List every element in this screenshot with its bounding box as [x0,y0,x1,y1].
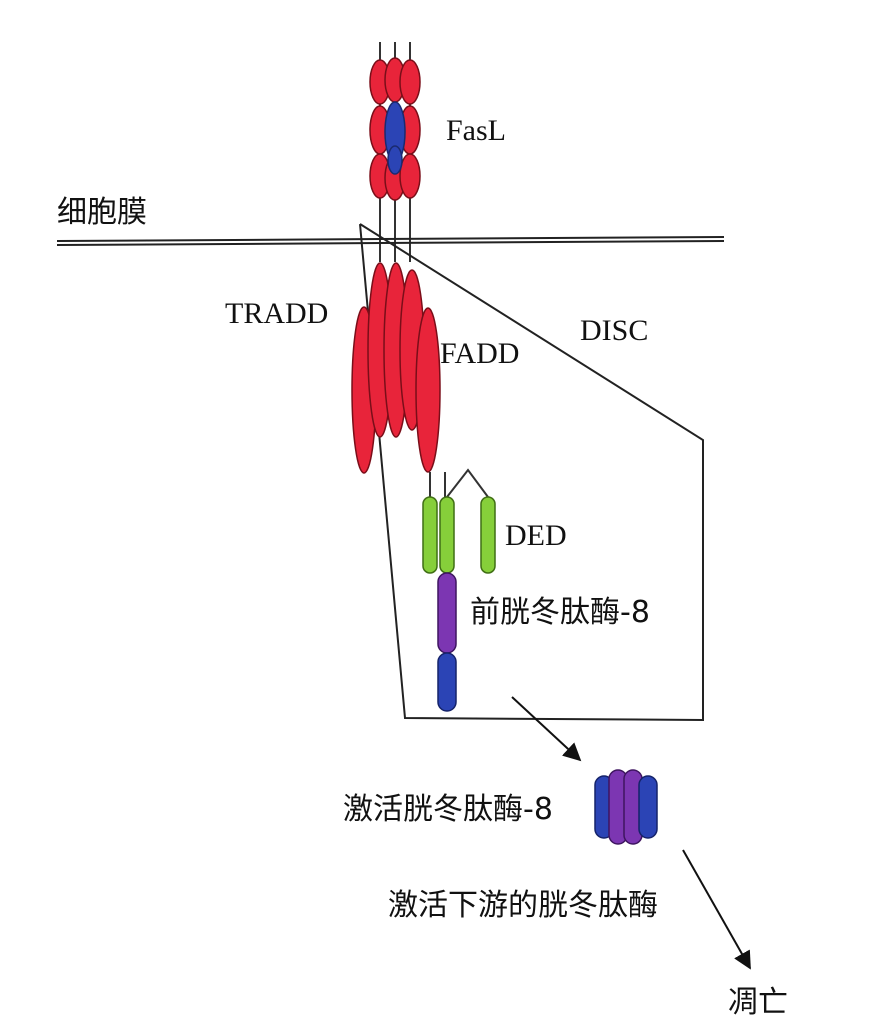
ded-label: DED [505,519,567,552]
active-caspase-8-label: 激活胱冬肽酶-8 [343,792,553,827]
activation-arrow [511,696,582,762]
disc-outline [359,223,704,722]
tradd-fadd-cluster [351,262,441,474]
fasl-label: FasL [446,114,506,147]
membrane-label: 细胞膜 [57,195,147,230]
pro-caspase-8-label: 前胱冬肽酶-8 [470,595,650,630]
active-caspase-8 [594,769,658,845]
fas-receptor-core [384,101,406,175]
ded-connectors [429,468,489,498]
tradd-label: TRADD [225,297,329,330]
apoptosis-arrow [682,849,751,970]
fadd-label: FADD [440,337,520,370]
downstream-caspases-label: 激活下游的胱冬肽酶 [388,888,658,923]
ded-domains [422,496,496,574]
disc-label: DISC [580,314,649,347]
pro-caspase-8 [437,572,457,712]
apoptosis-label: 凋亡 [728,985,788,1020]
